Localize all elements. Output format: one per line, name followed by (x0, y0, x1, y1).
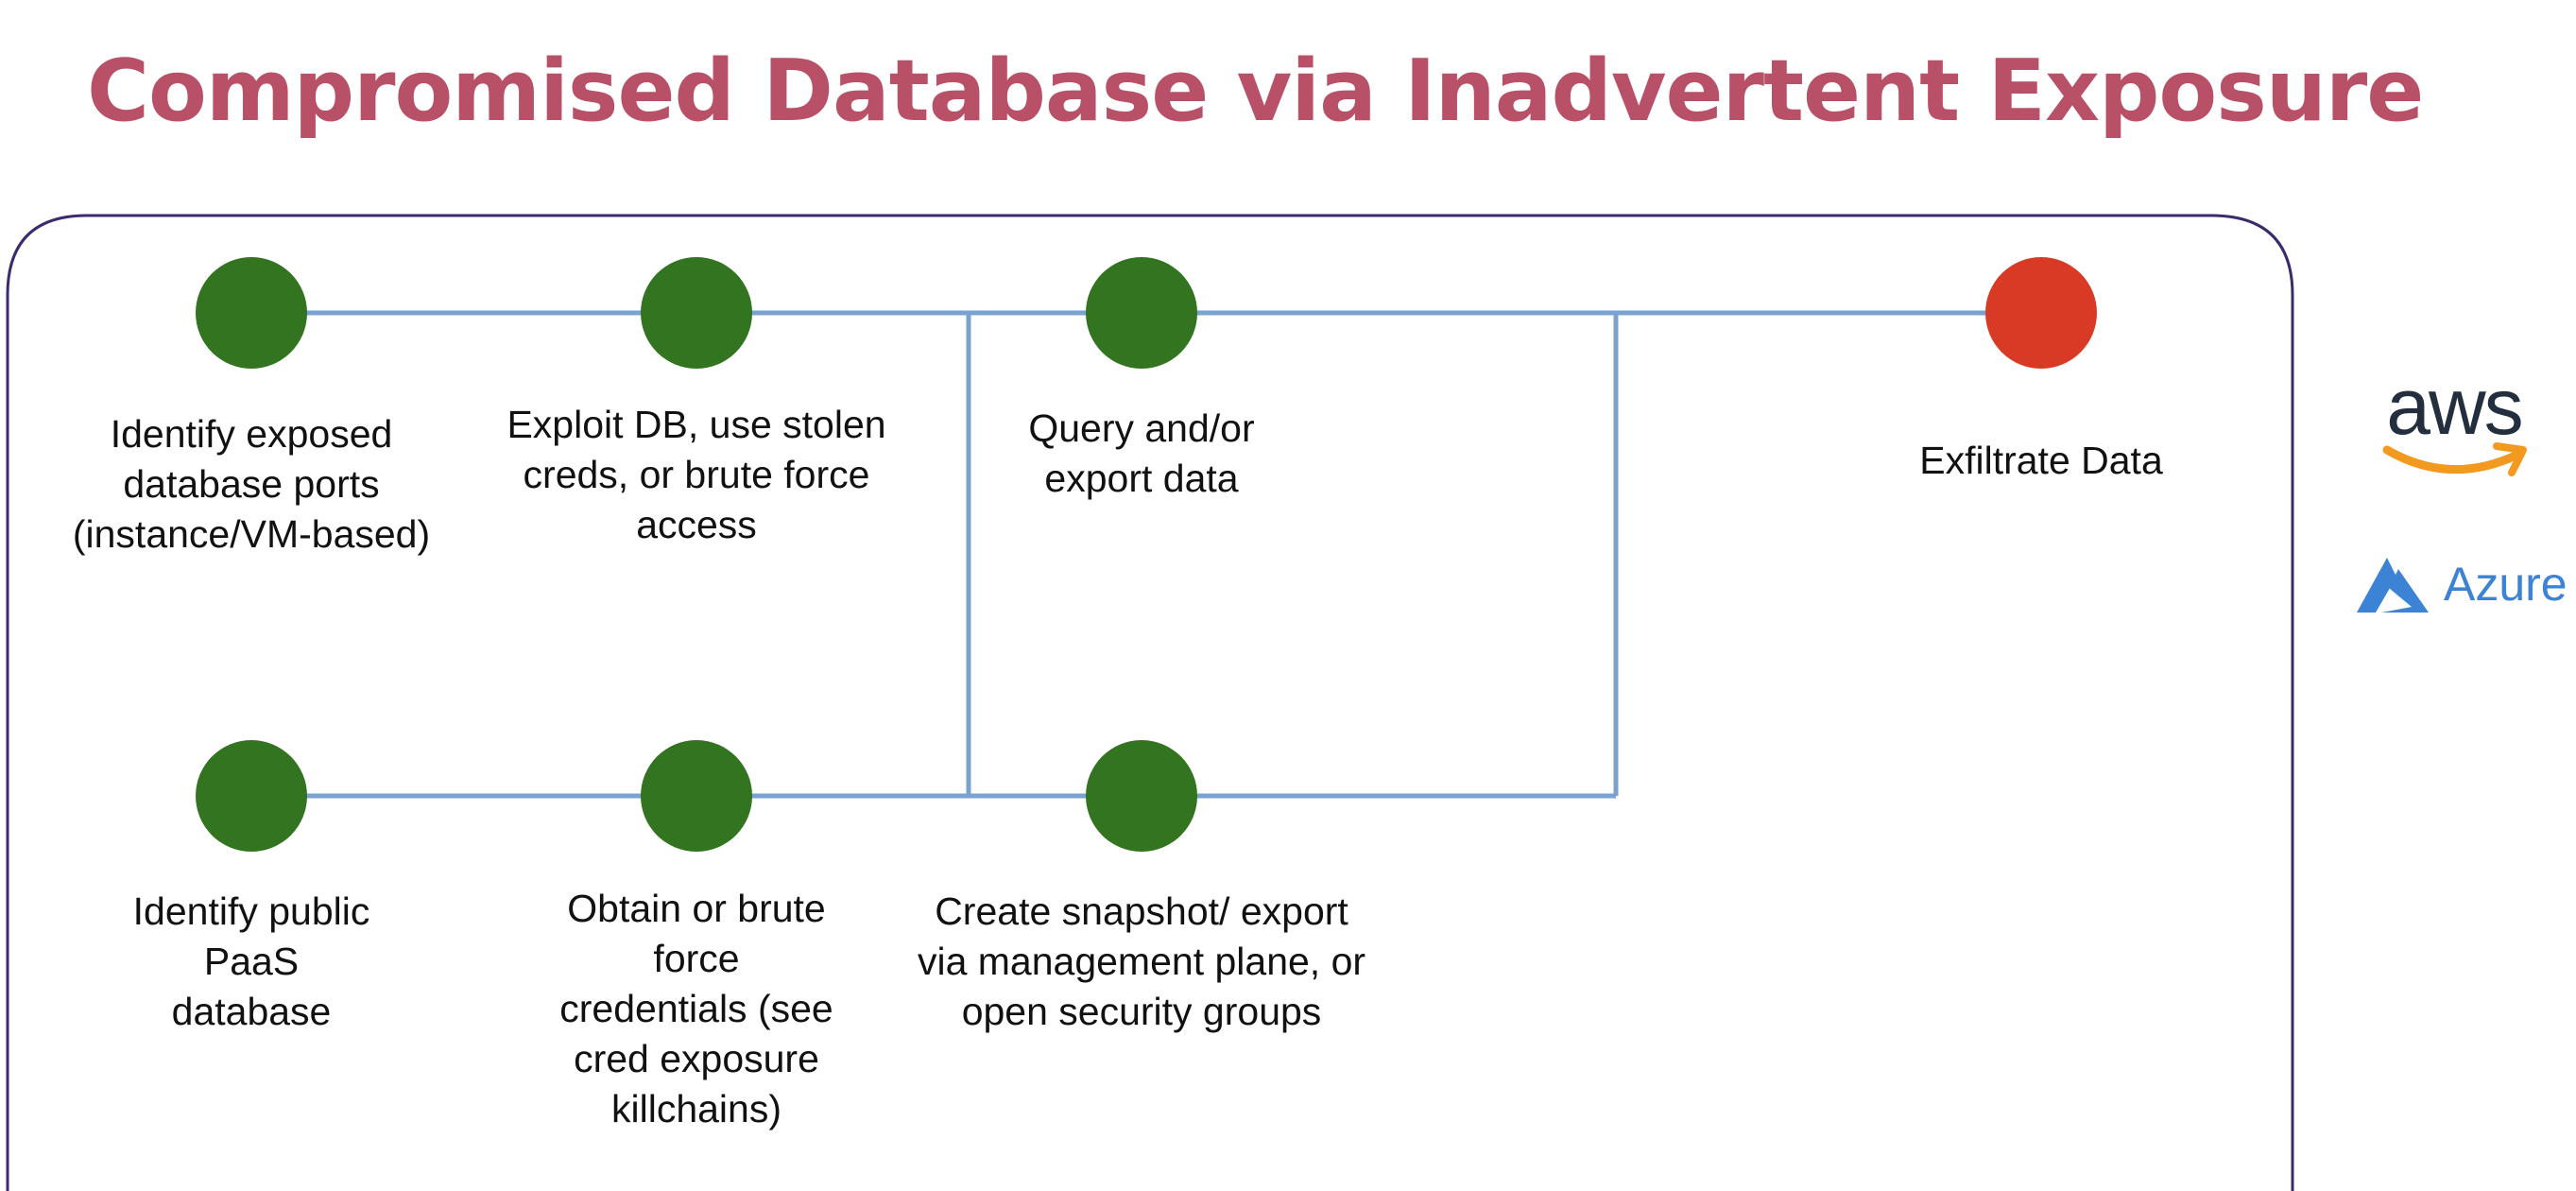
label-exploit-db: Exploit DB, use stolen creds, or brute f… (507, 403, 886, 546)
label-exfiltrate: Exfiltrate Data (1919, 439, 2163, 482)
diagram-frame (6, 214, 2294, 1191)
aws-logo-text: aws (2386, 362, 2523, 451)
label-query-export: Query and/or export data (1028, 406, 1255, 500)
aws-smile-icon (2382, 442, 2527, 476)
azure-logo-icon (2357, 558, 2429, 613)
azure-logo-text: Azure (2444, 558, 2567, 611)
label-identify-exposed-ports: Identify exposed database ports (instanc… (72, 412, 431, 556)
node-obtain-creds (641, 740, 752, 852)
label-obtain-creds: Obtain or brute force credentials (see c… (559, 887, 833, 1131)
node-create-snapshot (1086, 740, 1197, 852)
connectors (251, 310, 2041, 799)
nodes (196, 257, 2097, 852)
aws-logo: aws (2374, 367, 2534, 490)
page-title: Compromised Database via Inadvertent Exp… (87, 42, 2424, 141)
label-create-snapshot: Create snapshot/ export via management p… (917, 889, 1366, 1033)
node-identify-paas (196, 740, 307, 852)
azure-logo: Azure (2353, 554, 2576, 616)
label-identify-paas: Identify public PaaS database (132, 889, 370, 1033)
node-identify-exposed-ports (196, 257, 307, 369)
node-query-export (1086, 257, 1197, 369)
node-exploit-db (641, 257, 752, 369)
node-exfiltrate (1985, 257, 2097, 369)
